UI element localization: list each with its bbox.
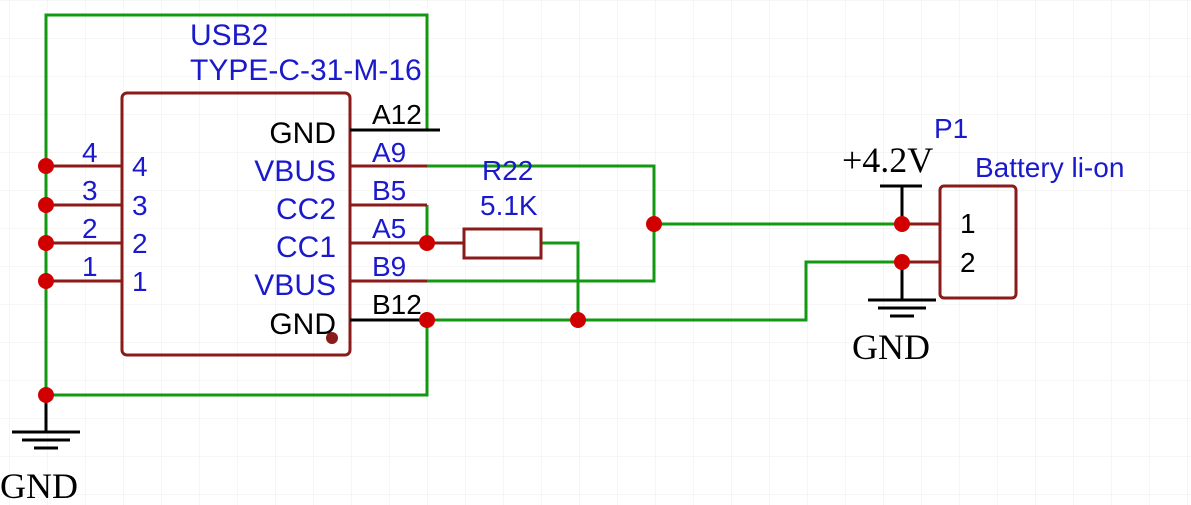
connector-name: Battery li-on xyxy=(975,152,1124,183)
usb-left-pin-number-2: 2 xyxy=(82,213,98,244)
junctions xyxy=(38,158,910,403)
usb-pin-name-vbus-b9: VBUS xyxy=(254,269,336,302)
resistor-value: 5.1K xyxy=(480,190,538,221)
usb-pin-name-cc1: CC1 xyxy=(276,231,336,264)
junction-dot xyxy=(419,312,435,328)
connector-pin-2-label: 2 xyxy=(960,247,976,278)
gnd-label-right: GND xyxy=(852,327,930,367)
usb-designator: USB2 xyxy=(190,19,268,52)
usb-pin-name-cc2: CC2 xyxy=(276,193,336,226)
usb-left-pin-name-2: 2 xyxy=(132,228,148,259)
junction-dot xyxy=(38,387,54,403)
usb-pin-name-gnd-b12: GND xyxy=(269,308,336,341)
power-vcc-symbol: +4.2V xyxy=(842,140,933,224)
junction-dot xyxy=(38,273,54,289)
gnd-symbol-left: GND xyxy=(0,395,80,505)
junction-dot xyxy=(646,216,662,232)
connector-designator: P1 xyxy=(934,113,968,144)
gnd-symbol-right: GND xyxy=(852,262,936,367)
usb-body xyxy=(120,91,352,357)
wire-r22-right xyxy=(541,241,580,320)
junction-dot xyxy=(419,235,435,251)
gnd-label-left: GND xyxy=(0,466,78,505)
junction-dot xyxy=(38,197,54,213)
usb-left-pin-name-4: 4 xyxy=(132,151,148,182)
usb-pin-name-vbus-a9: VBUS xyxy=(254,155,336,188)
resistor-body xyxy=(462,227,543,260)
usb-pin-number-a12: A12 xyxy=(372,99,422,130)
usb-connector[interactable]: USB2 TYPE-C-31-M-16 GND VBUS CC2 CC1 VBU… xyxy=(46,19,440,357)
connector-body xyxy=(938,184,1018,300)
usb-left-pin-number-4: 4 xyxy=(82,137,98,168)
junction-dot xyxy=(38,158,54,174)
wire-gnd-to-p1 xyxy=(427,260,902,322)
usb-right-pin-stubs xyxy=(350,164,427,283)
pin-one-marker xyxy=(326,332,338,344)
resistor-designator: R22 xyxy=(482,155,533,186)
junction-dot xyxy=(38,235,54,251)
usb-left-pin-name-1: 1 xyxy=(132,266,148,297)
junction-dot xyxy=(570,312,586,328)
usb-pin-name-gnd-a12: GND xyxy=(269,117,336,150)
usb-gnd-pin-stubs xyxy=(350,128,440,322)
usb-part-number: TYPE-C-31-M-16 xyxy=(190,54,422,87)
usb-pin-number-b12: B12 xyxy=(372,289,422,320)
usb-left-pin-name-3: 3 xyxy=(132,190,148,221)
battery-connector-p1[interactable]: 1 2 P1 Battery li-on xyxy=(902,113,1124,300)
junction-dot xyxy=(894,254,910,270)
usb-left-pin-number-1: 1 xyxy=(82,251,98,282)
resistor-r22[interactable]: R22 5.1K xyxy=(427,155,543,260)
junction-dot xyxy=(894,216,910,232)
usb-left-pin-number-3: 3 xyxy=(82,175,98,206)
connector-pin-1-label: 1 xyxy=(960,208,976,239)
usb-pin-number-a9: A9 xyxy=(372,137,406,168)
wire-bottom-gnd xyxy=(46,320,429,397)
usb-left-pin-stubs xyxy=(46,164,122,283)
vcc-label: +4.2V xyxy=(842,140,933,180)
usb-pin-number-b5: B5 xyxy=(372,175,406,206)
usb-pin-number-b9: B9 xyxy=(372,251,406,282)
usb-pin-number-a5: A5 xyxy=(372,213,406,244)
